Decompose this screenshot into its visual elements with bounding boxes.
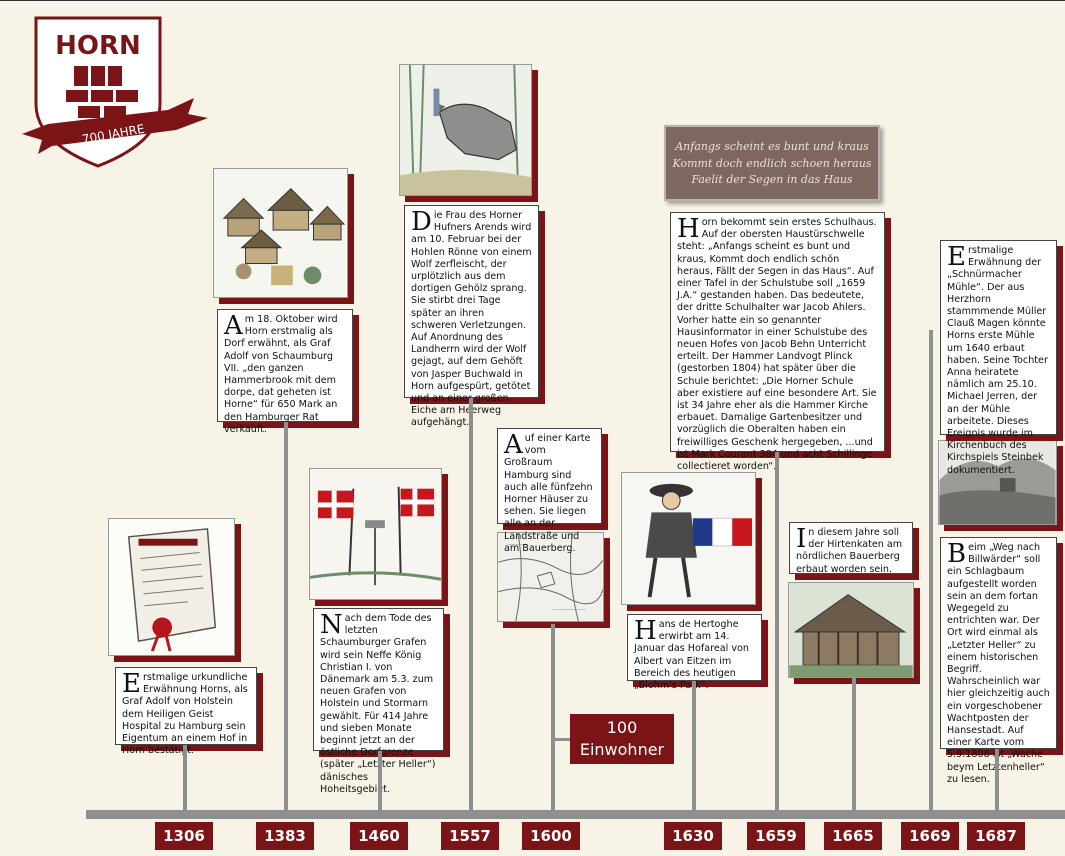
event-text: rstmalige Erwähnung der „Schnürmacher Mü…	[947, 245, 1048, 476]
year-label-1687: 1687	[967, 822, 1025, 850]
image-charter-scroll	[108, 518, 235, 656]
population-number: 100	[606, 718, 638, 737]
event-text: orn bekommt sein erstes Schulhaus. Auf d…	[677, 217, 877, 473]
event-text: m 18. Oktober wird Horn erstmalig als Do…	[224, 314, 338, 435]
year-label-1669: 1669	[901, 822, 959, 850]
quote-line-1: Anfangs scheint es bunt und kraus	[675, 140, 869, 153]
quote-box: Anfangs scheint es bunt und kraus Kommt …	[664, 125, 880, 201]
timeline-axis	[86, 810, 1065, 819]
flags-illustration	[310, 469, 441, 599]
drop-cap: A	[504, 430, 523, 460]
year-label-1630: 1630	[664, 822, 722, 850]
cottage-illustration	[789, 583, 913, 677]
drop-cap: B	[947, 539, 967, 569]
drop-cap: D	[411, 207, 432, 237]
scroll-illustration	[109, 519, 234, 655]
quote-line-2: Kommt doch endlich schoen heraus	[672, 156, 872, 170]
event-text: ach dem Tode des letzten Schaumburger Gr…	[320, 613, 436, 795]
drop-cap: N	[320, 610, 343, 640]
stem-1306	[183, 745, 187, 813]
event-text: n diesem Jahre soll der Hirtenkaten am n…	[796, 527, 903, 575]
stem-1600	[551, 624, 555, 813]
village-illustration	[214, 169, 347, 297]
logo-title: HORN	[55, 31, 141, 61]
drop-cap: E	[947, 242, 966, 272]
stem-1687	[995, 749, 999, 813]
population-badge: 100 Einwohner	[570, 714, 674, 764]
image-map	[497, 532, 604, 622]
population-connector	[553, 738, 571, 741]
drop-cap: I	[796, 524, 807, 554]
year-label-1600: 1600	[522, 822, 580, 850]
map-illustration	[498, 533, 603, 621]
stem-1460	[378, 751, 382, 813]
year-label-1557: 1557	[441, 822, 499, 850]
drop-cap: E	[122, 669, 141, 699]
wolf-illustration	[400, 65, 531, 195]
drop-cap: H	[634, 616, 657, 646]
event-text: ie Frau des Horner Hufners Arends wird a…	[411, 210, 532, 429]
image-village-houses	[213, 168, 348, 298]
horn-700-logo: HORN 700 JAHRE	[18, 14, 223, 174]
year-label-1665: 1665	[824, 822, 882, 850]
stem-1669	[929, 330, 933, 813]
stem-1665	[852, 678, 856, 813]
landscape-illustration	[939, 441, 1056, 524]
year-label-1306: 1306	[155, 822, 213, 850]
nobleman-illustration	[622, 473, 755, 604]
image-hirtenkaten	[788, 582, 914, 678]
year-label-1460: 1460	[350, 822, 408, 850]
stem-1383	[284, 422, 288, 813]
event-text: uf einer Karte vom Großraum Hamburg sind…	[504, 433, 593, 554]
drop-cap: A	[224, 311, 243, 341]
image-wolf	[399, 64, 532, 196]
logo-graphic: HORN 700 JAHRE	[22, 16, 208, 168]
event-text: ans de Hertoghe erwirbt am 14. Januar da…	[634, 619, 749, 692]
top-border	[0, 0, 1065, 1]
stem-1630	[692, 681, 696, 813]
population-label: Einwohner	[579, 740, 665, 759]
year-label-1659: 1659	[747, 822, 805, 850]
drop-cap: H	[677, 214, 700, 244]
stem-1659	[775, 452, 779, 813]
year-label-1383: 1383	[256, 822, 314, 850]
quote-line-3: Faelit der Segen in das Haus	[691, 173, 853, 186]
image-mill-landscape	[938, 440, 1057, 525]
image-hans-de-hertoghe	[621, 472, 756, 605]
event-text: rstmalige urkundliche Erwähnung Horns, a…	[122, 672, 248, 757]
image-danish-flags	[309, 468, 442, 600]
stem-1557	[469, 398, 473, 813]
